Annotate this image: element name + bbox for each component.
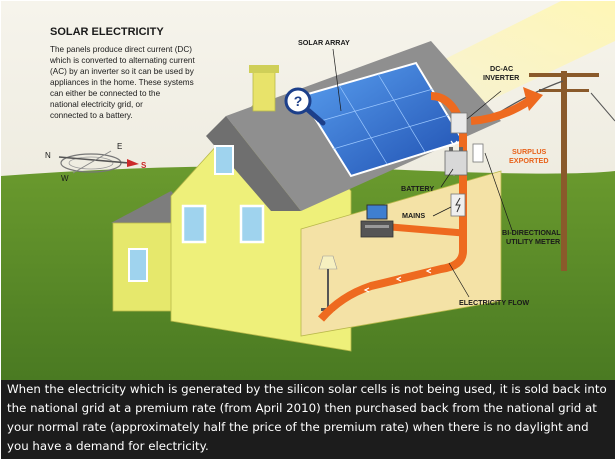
label-inverter-line1: DC-AC	[490, 64, 513, 73]
tv-appliance	[360, 204, 394, 238]
label-electricity-flow: ELECTRICITY FLOW	[459, 298, 529, 307]
svg-text:?: ?	[294, 93, 303, 109]
label-solar-array: SOLAR ARRAY	[298, 38, 350, 47]
description-line: can either be connected to the	[50, 89, 161, 98]
compass-south: S	[141, 161, 147, 170]
compass-east: E	[117, 142, 122, 151]
compass-north: N	[45, 151, 51, 160]
solar-electricity-diagram: ?	[1, 1, 615, 380]
label-surplus-line2: EXPORTED	[509, 156, 549, 165]
label-inverter-line2: INVERTER	[483, 73, 520, 82]
caption-text: When the electricity which is generated …	[1, 380, 615, 459]
magnifier-icon[interactable]: ?	[284, 87, 326, 126]
description-line: national electricity grid, or	[50, 100, 143, 109]
house	[111, 41, 502, 352]
label-surplus-line1: SURPLUS	[512, 147, 547, 156]
label-battery: BATTERY	[401, 184, 434, 193]
compass-west: W	[61, 174, 69, 183]
utility-meter	[472, 143, 484, 163]
description-line: The panels produce direct current (DC)	[50, 45, 192, 54]
label-mains: MAINS	[402, 211, 425, 220]
label-meter-line2: UTILITY METER	[506, 237, 561, 246]
inverter-box	[450, 112, 468, 134]
diagram-title: SOLAR ELECTRICITY	[50, 26, 164, 38]
compass-rose: N E S W	[45, 142, 147, 183]
label-meter-line1: BI-DIRECTIONAL	[502, 228, 561, 237]
battery-unit	[444, 147, 468, 176]
leader-lines	[332, 48, 514, 298]
description-line: connected to a battery.	[50, 111, 133, 120]
diagram-description: The panels produce direct current (DC) w…	[49, 45, 195, 120]
description-line: appliances in the home. These systems	[50, 78, 194, 87]
description-line: which is converted to alternating curren…	[49, 56, 195, 65]
mains-box	[450, 193, 466, 217]
description-line: (AC) by an inverter so it can be used by	[50, 67, 195, 76]
